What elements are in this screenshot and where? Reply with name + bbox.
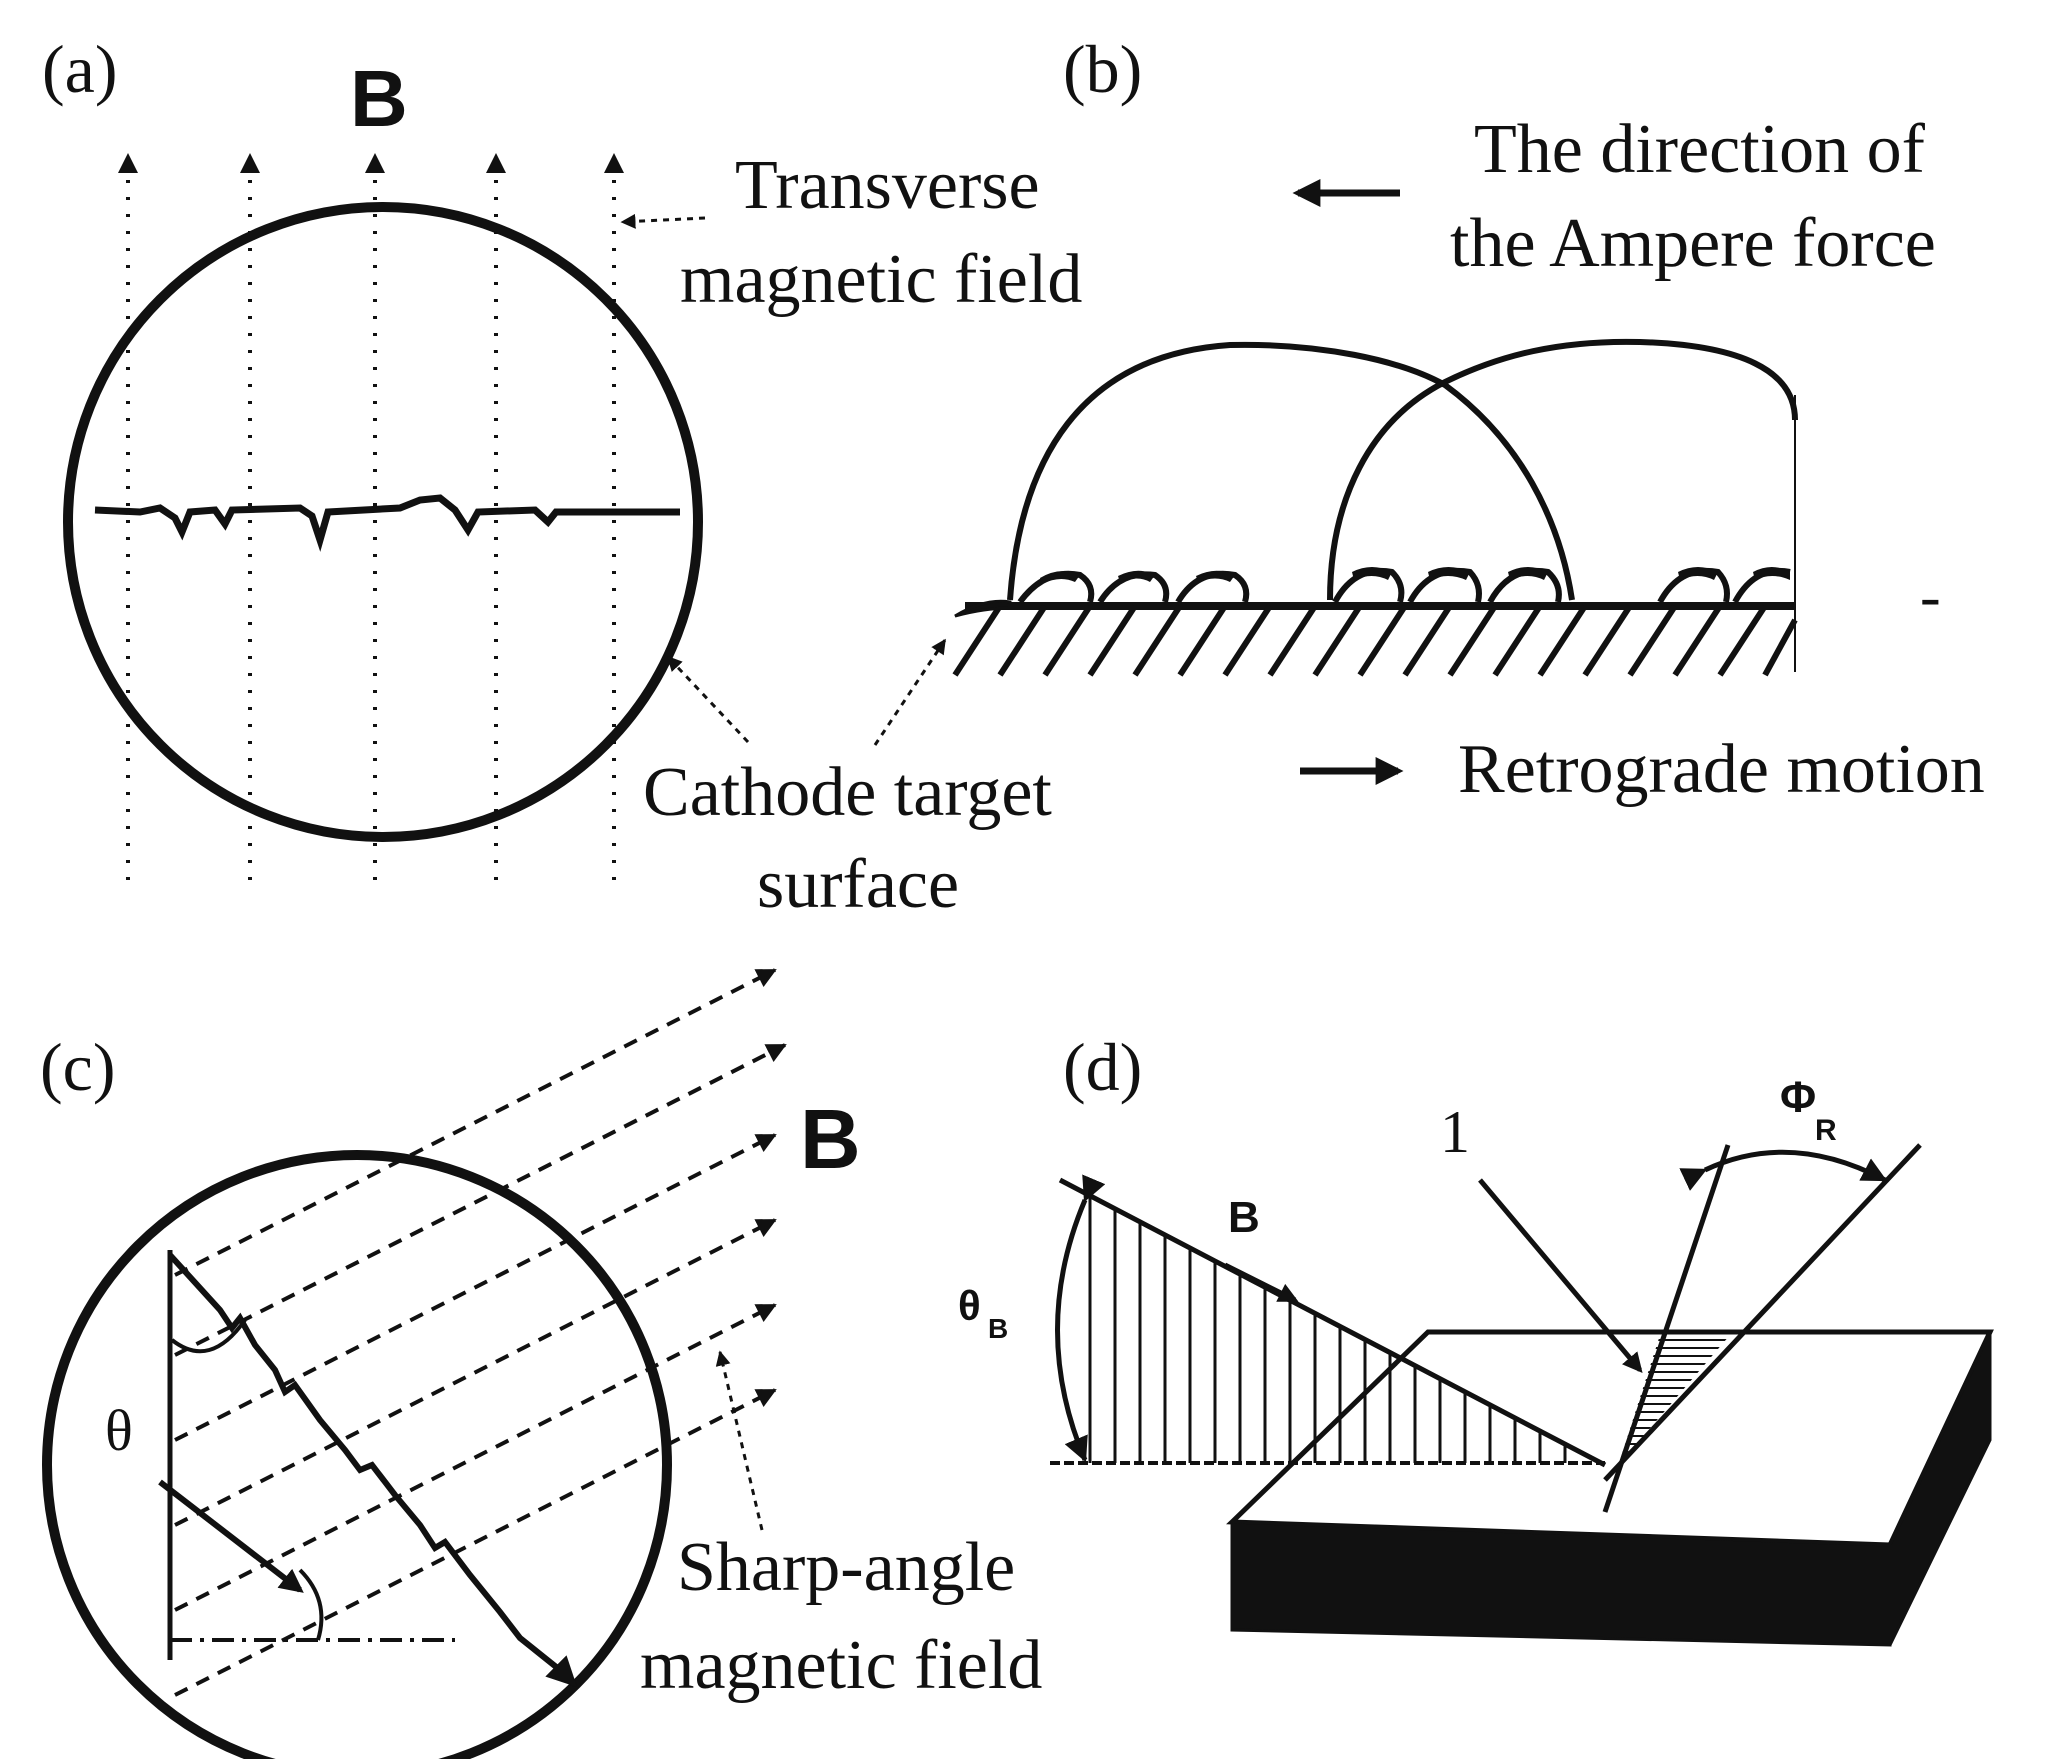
field-line (174, 968, 777, 1277)
panel-a: (a) B Transverse magnetic field Cathode … (42, 31, 1082, 923)
phi-r-arc (1679, 1149, 1888, 1191)
panel-b: (b) The direction of the Ampere force (873, 31, 1985, 808)
theta-b-arc (1055, 1174, 1106, 1463)
panel-d-theta-subscript: B (988, 1313, 1008, 1344)
arc-trace-line (94, 494, 680, 552)
cathode-surface-hatching (952, 395, 1798, 677)
transverse-field-pointer (620, 213, 706, 229)
panel-d-theta: θ (958, 1282, 981, 1329)
panel-d-field-symbol: B (1228, 1193, 1260, 1242)
retrograde-motion-label: Retrograde motion (1458, 731, 1985, 808)
sharp-angle-label-line1: Sharp-angle (677, 1529, 1015, 1606)
cathode-target-pointer-b (873, 638, 947, 746)
panel-a-label: (a) (42, 31, 117, 107)
panel-c-theta-arrow (158, 1479, 304, 1593)
surface-left-tip (954, 599, 1012, 618)
ampere-force-label-line1: The direction of (1474, 111, 1926, 188)
panel-d-phi-subscript: R (1815, 1114, 1837, 1147)
field-line (174, 1043, 787, 1357)
panel-c-field-symbol: B (800, 1092, 861, 1186)
panel-d: (d) (958, 1029, 1994, 1647)
hatched-region (1620, 1335, 1730, 1460)
panel-c-field-lines (174, 968, 787, 1697)
panel-a-field-lines (118, 153, 624, 880)
panel-d-label: (d) (1063, 1029, 1142, 1105)
panel-c-theta: θ (105, 1398, 133, 1463)
panel-d-number-arrow (1478, 1178, 1643, 1374)
field-line (174, 1303, 777, 1612)
cathode-target-circle (63, 202, 703, 842)
panel-c-arc-trace (167, 1252, 578, 1688)
field-line (174, 1133, 777, 1442)
sharp-angle-label-line2: magnetic field (640, 1627, 1042, 1704)
cathode-target-label-line2: surface (757, 846, 959, 923)
block-front-face (1230, 1520, 1892, 1647)
field-triangle (1050, 1177, 1607, 1468)
transverse-field-label-line2: magnetic field (680, 241, 1082, 318)
panel-d-b-arrow (1223, 1262, 1299, 1303)
field-line (174, 1388, 777, 1697)
panel-c-target-circle (42, 1150, 672, 1759)
field-line (174, 1218, 777, 1527)
panel-d-phi: Φ (1780, 1073, 1816, 1122)
panel-b-dash-mark: - (1920, 563, 1941, 631)
panel-c-label: (c) (40, 1029, 115, 1105)
panel-c: (c) B θ Sharp-angle magnetic field (40, 968, 1042, 1759)
block-top-face (1226, 1329, 1994, 1548)
arc-loop-left (1007, 341, 1575, 601)
angle-arc-top (170, 1318, 247, 1354)
sharp-angle-pointer (715, 1350, 764, 1531)
panel-a-field-symbol: B (350, 54, 408, 143)
ampere-force-label-line2: the Ampere force (1450, 205, 1936, 282)
angle-arc-bottom (298, 1568, 324, 1641)
transverse-field-label-line1: Transverse (735, 147, 1040, 224)
block-side-face (1888, 1331, 1992, 1646)
cathode-spot-fills (1040, 567, 1790, 584)
arc-loop-right (1327, 338, 1798, 601)
arc-loops (1007, 338, 1798, 601)
panel-b-label: (b) (1063, 31, 1142, 107)
cathode-target-label-line1: Cathode target (643, 754, 1052, 831)
panel-d-number-label: 1 (1440, 1099, 1470, 1165)
cathode-target-pointer-a (666, 655, 750, 744)
inclined-line-right (1603, 1143, 1922, 1482)
